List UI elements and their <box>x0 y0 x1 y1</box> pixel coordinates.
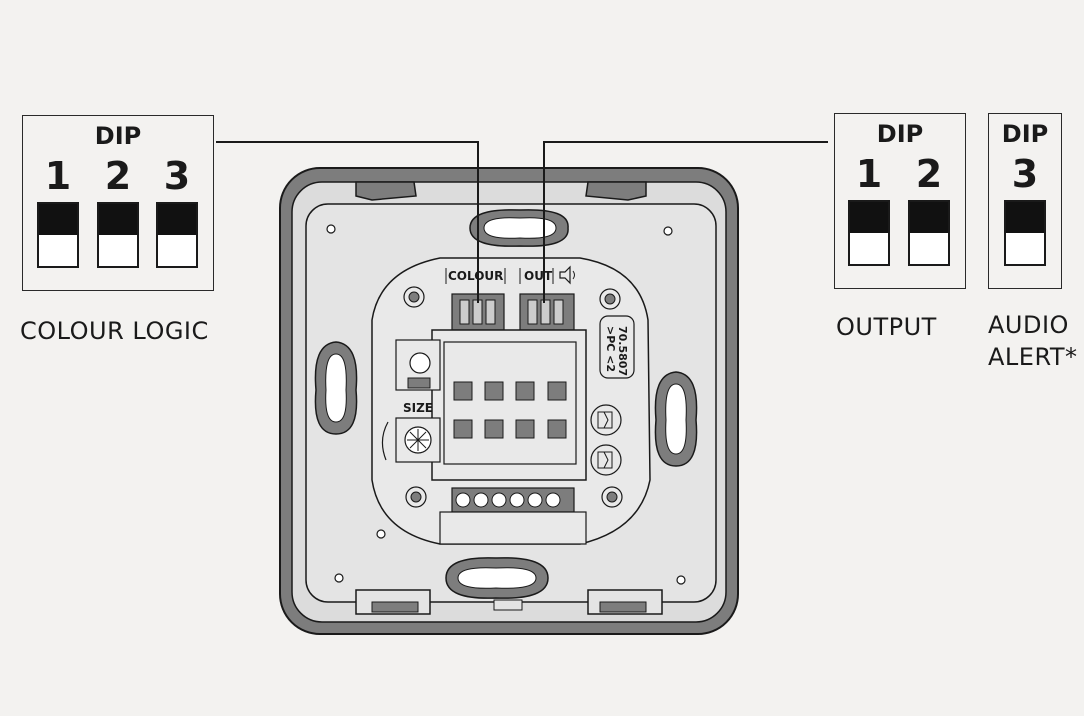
screw-hole <box>326 224 336 234</box>
side-connector <box>590 404 622 476</box>
part-number-line1: 70.5807 <box>616 326 629 376</box>
bottom-notch <box>493 599 523 611</box>
module-screw <box>403 286 623 508</box>
top-tab-right <box>585 181 647 201</box>
dip-switch-1[interactable] <box>37 202 79 268</box>
bottom-clip-left-tab <box>371 601 419 613</box>
screw-hole <box>376 529 386 539</box>
dip-number-2: 2 <box>104 154 132 198</box>
size-knob <box>404 426 432 454</box>
dip-switch-3[interactable] <box>156 202 198 268</box>
dip-switch-2[interactable] <box>908 200 950 266</box>
device-out-label: OUT <box>524 269 553 283</box>
part-number-badge <box>599 315 635 379</box>
top-tab-left <box>355 181 417 201</box>
dip-switch-2[interactable] <box>97 202 139 268</box>
dip-number-3: 3 <box>1011 152 1039 196</box>
dip-number-2: 2 <box>915 152 943 196</box>
device-colour-label: COLOUR <box>448 269 503 283</box>
bottom-clip-right-tab <box>599 601 647 613</box>
leader-line-output <box>543 141 828 303</box>
speaker-icon <box>559 265 575 285</box>
audio-dip-panel: DIP 3 <box>988 113 1062 289</box>
screw-hole <box>676 575 686 585</box>
dip-title: DIP <box>876 120 924 148</box>
test-button <box>409 352 431 374</box>
dip-number-1: 1 <box>44 154 72 198</box>
leader-line-colour <box>216 141 479 303</box>
dip-number-1: 1 <box>855 152 883 196</box>
terminal-pads <box>453 381 567 439</box>
dip-number-3: 3 <box>163 154 191 198</box>
colour-logic-caption: COLOUR LOGIC <box>20 317 209 345</box>
dip-switch-1[interactable] <box>848 200 890 266</box>
screw-hole <box>663 226 673 236</box>
audio-caption-line2: ALERT* <box>988 343 1078 371</box>
dip-title: DIP <box>1001 120 1049 148</box>
dip-switch-3[interactable] <box>1004 200 1046 266</box>
output-dip-panel: DIP 1 2 <box>834 113 966 289</box>
device-size-label: SIZE <box>403 401 433 415</box>
screw-hole <box>334 573 344 583</box>
colour-logic-dip-panel: DIP 1 2 3 <box>22 115 214 291</box>
part-number-line2: >PC <2 <box>604 326 617 372</box>
audio-caption-line1: AUDIO <box>988 311 1069 339</box>
output-caption: OUTPUT <box>836 313 937 341</box>
dip-title: DIP <box>94 122 142 150</box>
